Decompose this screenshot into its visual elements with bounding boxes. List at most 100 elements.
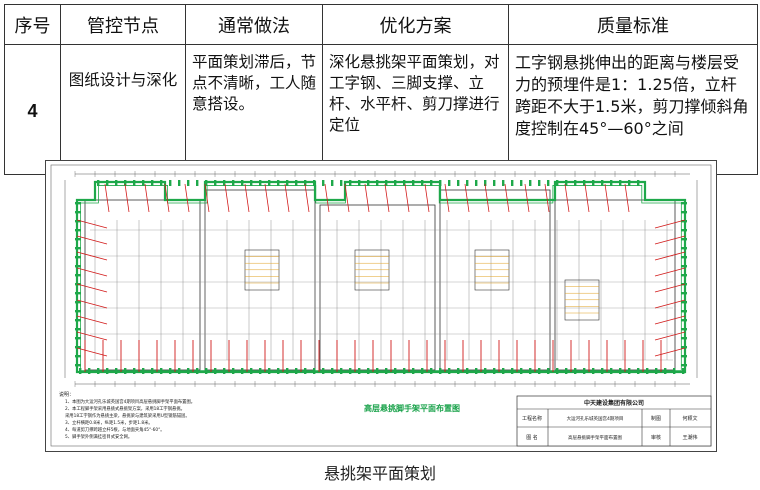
note-line: 5、脚手架外侧满挂密目式安全网。 (65, 433, 132, 440)
scaffold-pole (529, 368, 532, 374)
scaffold-pole (115, 180, 118, 186)
scaffold-pole (556, 180, 559, 186)
cantilever-beam (654, 347, 686, 357)
scaffold-pole (349, 180, 352, 186)
scaffold-pole (681, 328, 687, 331)
scaffold-pole (681, 274, 687, 277)
scaffold-pole (681, 355, 687, 358)
scaffold-pole (331, 368, 334, 374)
scaffold-pole (142, 368, 145, 374)
scaffold-pole (322, 368, 325, 374)
scaffold-pole (367, 180, 370, 186)
quality-control-table: 序号 管控节点 通常做法 优化方案 质量标准 4 图纸设计与深化 平面策划滞后，… (4, 4, 758, 175)
cantilever-beam (76, 299, 108, 309)
check-label: 审核 (651, 434, 661, 441)
scaffold-pole (681, 256, 687, 259)
scaffold-pole (619, 368, 622, 374)
scaffold-pole (75, 319, 81, 322)
scaffold-pole (250, 180, 253, 186)
scaffold-pole (520, 368, 523, 374)
scaffold-pole (160, 368, 163, 374)
scaffold-pole (79, 368, 82, 374)
drawing-notes: 说明： 1、本图为大运河孔乐城英国宫4期项目高层悬挑脚手架平面布置图。 2、本工… (59, 391, 195, 440)
scaffold-pole (637, 368, 640, 374)
project-label: 工程名称 (522, 415, 542, 422)
scaffold-pole (205, 180, 208, 186)
cantilever-beam (524, 183, 530, 213)
scaffold-pole (313, 180, 316, 186)
cantilever-beam (124, 183, 130, 213)
scaffold-pole (466, 180, 469, 186)
scaffold-pole (538, 368, 541, 374)
scaffold-pole (304, 368, 307, 374)
scaffold-pole (178, 368, 181, 374)
scaffold-pole (75, 337, 81, 340)
scaffold-outer-line (75, 180, 687, 374)
scaffold-pole (538, 180, 541, 186)
scaffold-pole (133, 180, 136, 186)
table-row: 4 图纸设计与深化 平面策划滞后，节点不清晰，工人随意搭设。 深化悬挑架平面策划… (4, 44, 758, 175)
scaffold-pole (75, 229, 81, 232)
cantilever-beam (564, 183, 570, 213)
drawing-name-label: 图 名 (526, 434, 538, 441)
scaffold-pole (673, 368, 676, 374)
figure-caption: 悬挑架平面策划 (323, 464, 436, 483)
cantilever-beam (654, 219, 686, 229)
scaffold-pole (610, 368, 613, 374)
cantilever-beam (284, 183, 290, 213)
cantilever-beam (604, 183, 610, 213)
scaffold-pole (628, 180, 631, 186)
scaffold-pole (268, 180, 271, 186)
scaffold-pole (268, 368, 271, 374)
scaffold-pole (681, 229, 687, 232)
scaffold-pole (358, 180, 361, 186)
scaffold-pole (223, 180, 226, 186)
scaffold-pole (403, 368, 406, 374)
cantilever-beam (464, 183, 470, 213)
scaffold-pole (75, 364, 81, 367)
scaffold-pole (547, 368, 550, 374)
company-name: 中天建设集团有限公司 (584, 399, 644, 407)
scaffold-pole (340, 180, 343, 186)
scaffold-pole (412, 368, 415, 374)
scaffold-pole (187, 368, 190, 374)
scaffold-pole (223, 368, 226, 374)
cell-control-node: 图纸设计与深化 (60, 44, 186, 175)
scaffold-pole (448, 368, 451, 374)
scaffold-pole (106, 180, 109, 186)
cantilever-beam (184, 183, 190, 213)
scaffold-pole (556, 368, 559, 374)
scaffold-pole (142, 180, 145, 186)
check-name: 王潮伟 (682, 434, 697, 441)
note-line: 采用18工字钢作为悬挑主梁，悬挑梁与建筑梁采用U型钢筋锚固。 (65, 412, 190, 419)
scaffold-pole (421, 368, 424, 374)
scaffold-pole (151, 180, 154, 186)
scaffold-pole (565, 368, 568, 374)
scaffold-pole (601, 180, 604, 186)
cell-serial: 4 (4, 44, 61, 175)
scaffold-pole (133, 368, 136, 374)
cantilever-beam (654, 235, 686, 245)
scaffold-pole (681, 301, 687, 304)
scaffold-pole (681, 346, 687, 349)
cell-optimization: 深化悬挑架平面策划，对工字钢、三脚支撑、立杆、水平杆、剪刀撑进行定位 (322, 44, 509, 175)
scaffold-pole (75, 301, 81, 304)
cantilever-beam (544, 183, 550, 213)
scaffold-pole (681, 265, 687, 268)
scaffold-pole (295, 368, 298, 374)
scaffold-pole (277, 368, 280, 374)
cantilever-beam (654, 331, 686, 341)
scaffold-pole (358, 368, 361, 374)
scaffold-pole (385, 368, 388, 374)
cantilever-beam (76, 251, 108, 261)
scaffold-pole (412, 180, 415, 186)
header-quality-standard: 质量标准 (508, 4, 758, 45)
scaffold-pole (565, 180, 568, 186)
drawing-name: 高层悬挑脚手架平面布置图 (568, 434, 622, 441)
scaffold-pole (75, 202, 81, 205)
scaffold-pole (394, 180, 397, 186)
drawn-label: 制图 (651, 415, 661, 422)
scaffold-pole (475, 180, 478, 186)
scaffold-pole (295, 180, 298, 186)
cantilever-beam (76, 219, 108, 229)
